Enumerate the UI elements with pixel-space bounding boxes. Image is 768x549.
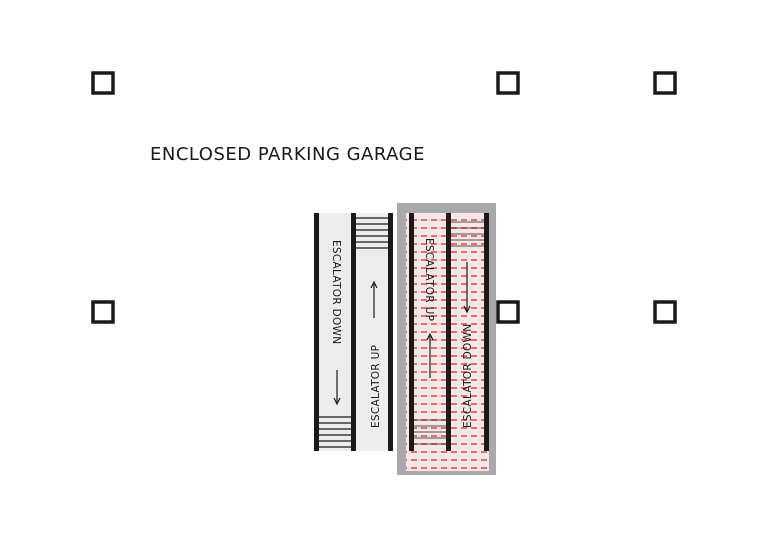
down-arrow-icon: [463, 262, 471, 314]
escalator-up-label: ESCALATOR UP: [423, 238, 435, 321]
escalator-up-bay: [356, 213, 392, 451]
column-marker: [496, 300, 520, 324]
column-marker: [653, 300, 677, 324]
rail: [484, 213, 489, 451]
escalator-steps: [414, 419, 446, 445]
escalator-pair-right: ESCALATOR UP ESCALATOR DOWN: [409, 213, 489, 451]
escalator-down-label: ESCALATOR DOWN: [462, 324, 474, 428]
rail: [388, 213, 393, 451]
rail: [446, 213, 451, 451]
structural-columns: [91, 71, 677, 324]
up-arrow-icon: [370, 280, 378, 318]
escalator-steps: [356, 217, 388, 249]
up-arrow-icon: [426, 332, 434, 378]
escalator-down-label: ESCALATOR DOWN: [330, 240, 342, 344]
column-marker: [653, 71, 677, 95]
column-marker: [91, 300, 115, 324]
escalator-pair-left: ESCALATOR DOWN ESCALATOR UP: [314, 213, 393, 451]
down-arrow-icon: [333, 370, 341, 406]
rail: [351, 213, 356, 451]
rail: [409, 213, 414, 451]
escalator-up-label: ESCALATOR UP: [370, 345, 382, 428]
escalator-down-bay: [318, 213, 354, 451]
garage-title: ENCLOSED PARKING GARAGE: [150, 144, 425, 165]
column-marker: [496, 71, 520, 95]
rail: [314, 213, 319, 451]
escalator-steps: [319, 416, 351, 448]
column-marker: [91, 71, 115, 95]
escalator-steps: [451, 221, 484, 247]
